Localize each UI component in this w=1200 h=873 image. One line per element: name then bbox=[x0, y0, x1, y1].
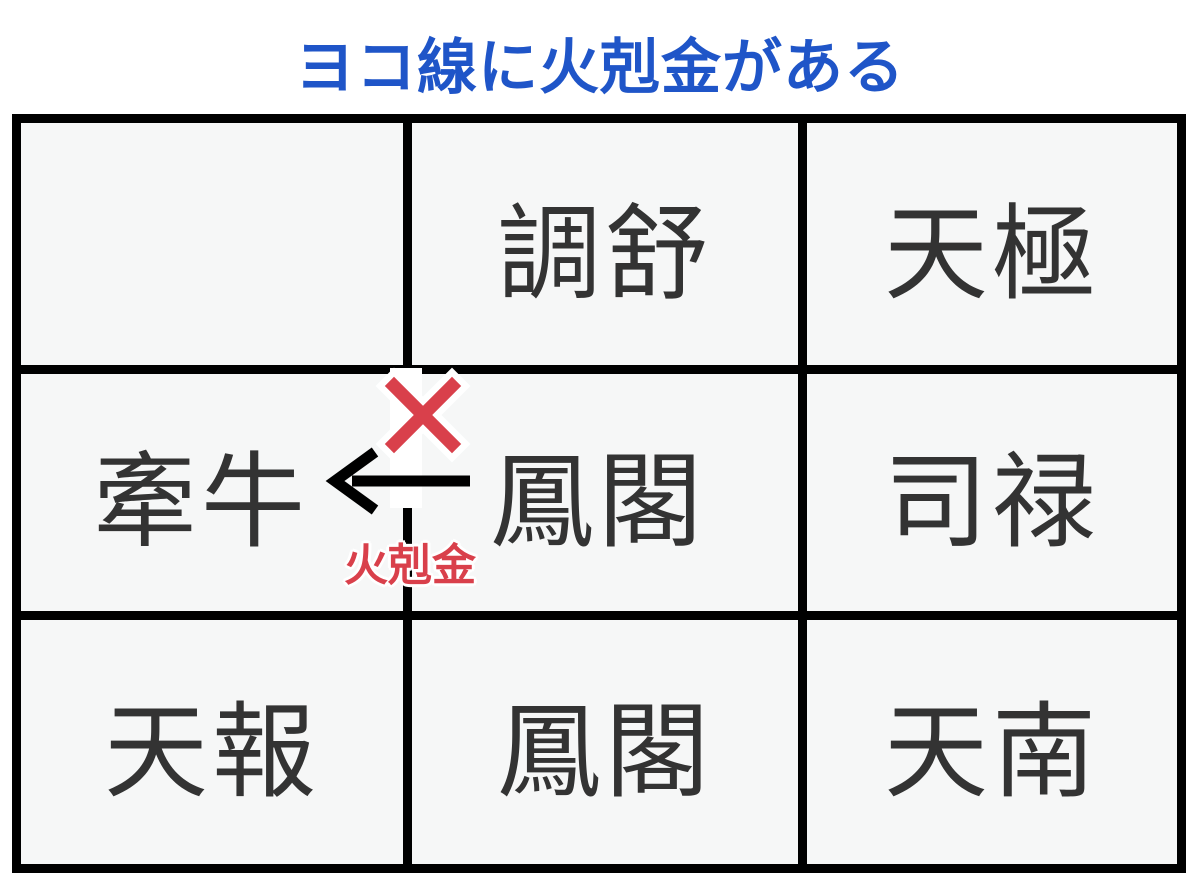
grid-cell-top-left bbox=[12, 114, 412, 374]
cell-label: 司禄 bbox=[883, 441, 1100, 563]
grid-cell-middle-right: 司禄 bbox=[798, 365, 1186, 620]
cell-label: 天極 bbox=[883, 192, 1100, 315]
grid-cell-bottom-right: 天南 bbox=[798, 611, 1186, 873]
cell-label: 牽牛 bbox=[93, 441, 310, 563]
cell-label: 天南 bbox=[883, 690, 1100, 813]
cell-label bbox=[21, 123, 403, 365]
grid-cell-bottom-center: 鳳閣 bbox=[403, 611, 807, 873]
clash-label: 火剋金 bbox=[344, 540, 476, 591]
cell-label: 鳳閣 bbox=[496, 690, 713, 813]
grid-cell-top-center: 調舒 bbox=[403, 114, 807, 374]
cell-label: 調舒 bbox=[496, 192, 713, 315]
diagram-title: ヨコ線に火剋金がある bbox=[295, 33, 905, 103]
grid-cell-bottom-left: 天報 bbox=[12, 611, 412, 873]
grid-cell-top-right: 天極 bbox=[798, 114, 1186, 374]
cell-label: 天報 bbox=[103, 690, 320, 813]
cell-label: 鳳閣 bbox=[489, 441, 706, 563]
